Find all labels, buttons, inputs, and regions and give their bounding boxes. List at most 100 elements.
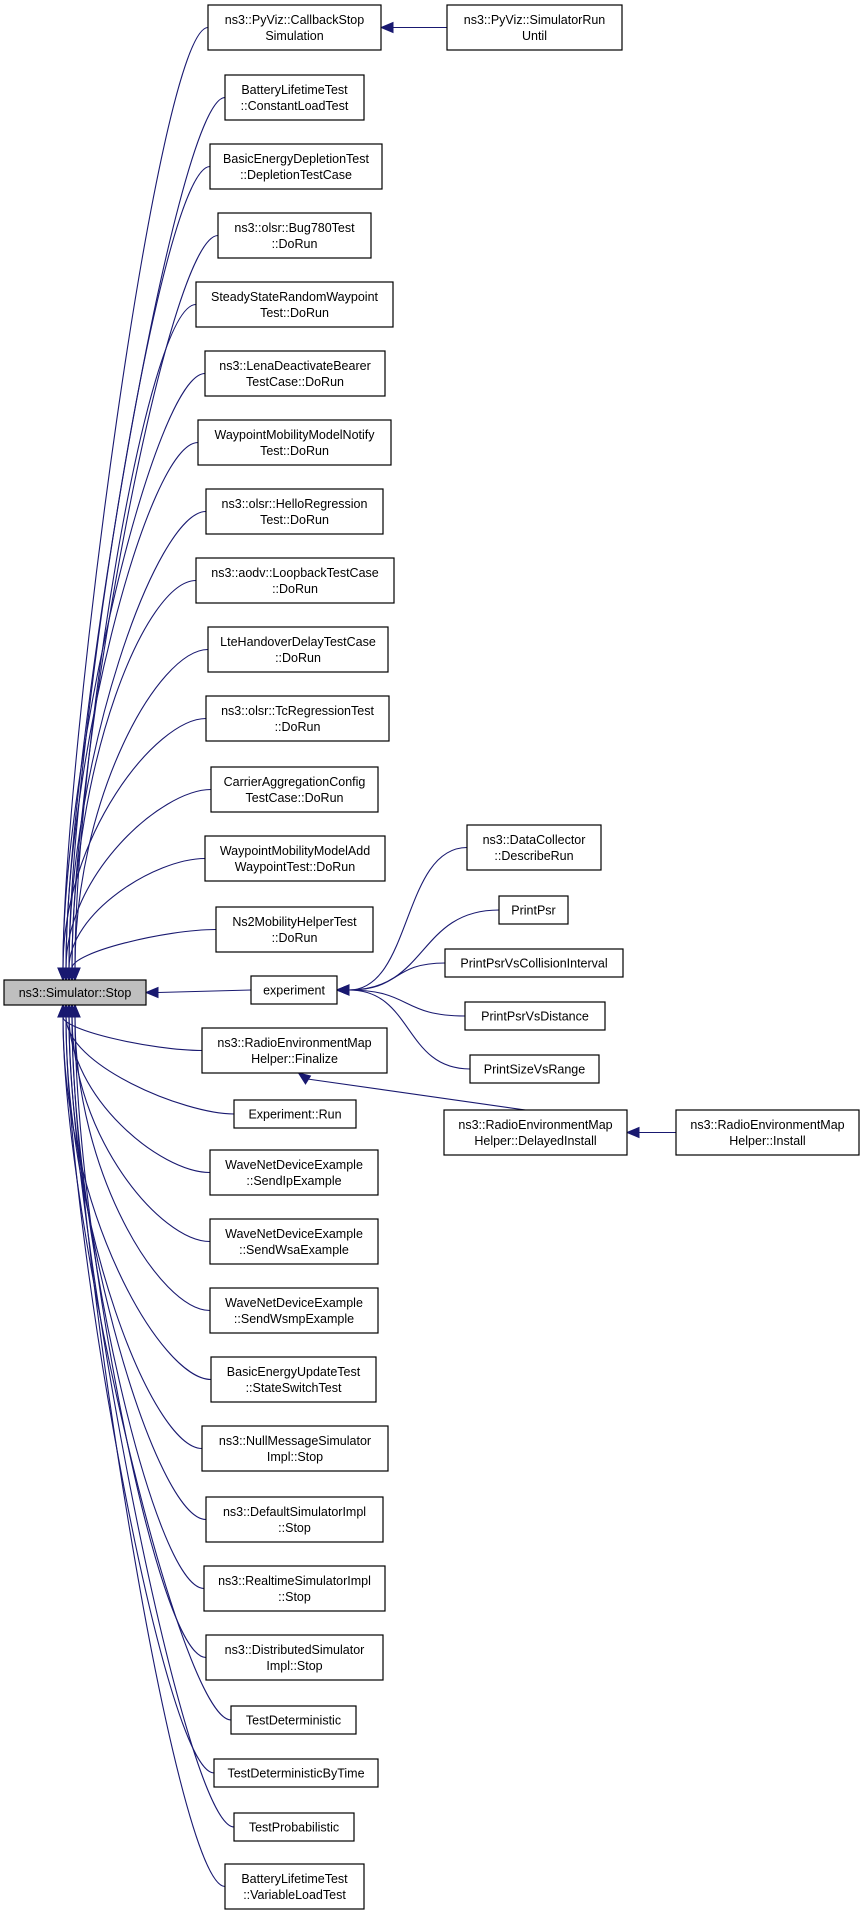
graph-node-print-size[interactable]: PrintSizeVsRange	[469, 1054, 600, 1084]
node-box	[446, 4, 623, 51]
node-label: ns3::RadioEnvironmentMap	[458, 1118, 612, 1132]
arrowhead	[66, 1003, 78, 1018]
graph-node-olsr-tc[interactable]: ns3::olsr::TcRegressionTest::DoRun	[205, 695, 390, 742]
graph-node-ns2-mob[interactable]: Ns2MobilityHelperTest::DoRun	[215, 906, 374, 953]
node-label: Test::DoRun	[260, 444, 329, 458]
node-label: PrintPsrVsDistance	[481, 1010, 589, 1024]
graph-node-dc-describe[interactable]: ns3::DataCollector::DescribeRun	[466, 824, 602, 871]
node-label: Ns2MobilityHelperTest	[232, 915, 357, 929]
call-edge	[69, 1003, 207, 1659]
graph-node-print-psr-ci[interactable]: PrintPsrVsCollisionInterval	[444, 948, 624, 978]
node-label: PrintPsrVsCollisionInterval	[460, 957, 607, 971]
node-label: ns3::RealtimeSimulatorImpl	[218, 1574, 371, 1588]
graph-node-olsr-bug780[interactable]: ns3::olsr::Bug780Test::DoRun	[217, 212, 372, 259]
node-box	[233, 1099, 357, 1129]
node-label: TestCase::DoRun	[246, 791, 344, 805]
graph-node-rem-delayed[interactable]: ns3::RadioEnvironmentMapHelper::DelayedI…	[443, 1109, 628, 1156]
node-label: PrintPsr	[511, 904, 555, 918]
node-label: ns3::DistributedSimulator	[225, 1643, 365, 1657]
node-box	[195, 281, 394, 328]
call-edge	[57, 1003, 203, 1052]
node-label: Until	[522, 29, 547, 43]
call-edge	[60, 96, 226, 982]
node-box	[210, 766, 379, 813]
graph-node-aodv-loop[interactable]: ns3::aodv::LoopbackTestCase::DoRun	[195, 557, 395, 604]
call-edge	[57, 1003, 212, 1381]
node-label: TestProbabilistic	[249, 1821, 339, 1835]
graph-node-stop[interactable]: ns3::Simulator::Stop	[3, 979, 147, 1006]
call-edges	[57, 21, 676, 1888]
node-box	[204, 835, 386, 882]
node-label: Test::DoRun	[260, 513, 329, 527]
graph-node-print-psr[interactable]: PrintPsr	[498, 895, 569, 925]
call-edge	[144, 986, 252, 999]
graph-node-test-prob[interactable]: TestProbabilistic	[233, 1812, 355, 1842]
node-box	[207, 626, 389, 673]
graph-node-battery-const[interactable]: BatteryLifetimeTest::ConstantLoadTest	[224, 74, 365, 121]
node-label: WaypointTest::DoRun	[235, 860, 355, 874]
graph-node-realtime-stop[interactable]: ns3::RealtimeSimulatorImpl::Stop	[203, 1565, 386, 1612]
node-label: ::SendIpExample	[246, 1174, 341, 1188]
node-label: ns3::olsr::TcRegressionTest	[221, 704, 374, 718]
call-edge	[66, 1003, 226, 1888]
call-edge	[66, 234, 219, 982]
node-label: ns3::RadioEnvironmentMap	[217, 1036, 371, 1050]
node-label: ns3::PyViz::CallbackStop	[225, 13, 364, 27]
graph-node-default-stop[interactable]: ns3::DefaultSimulatorImpl::Stop	[205, 1496, 384, 1543]
graph-node-exp-run[interactable]: Experiment::Run	[233, 1099, 357, 1129]
node-box	[209, 1287, 379, 1334]
node-label: TestCase::DoRun	[246, 375, 344, 389]
graph-node-wave-wsmp[interactable]: WaveNetDeviceExample::SendWsmpExample	[209, 1287, 379, 1334]
node-label: WaveNetDeviceExample	[225, 1158, 363, 1172]
node-box	[205, 695, 390, 742]
call-edge	[335, 984, 466, 1017]
graph-node-print-psr-dist[interactable]: PrintPsrVsDistance	[464, 1001, 606, 1031]
graph-node-wave-wsa[interactable]: WaveNetDeviceExample::SendWsaExample	[209, 1218, 379, 1265]
node-box	[209, 1218, 379, 1265]
graph-node-energy-depl[interactable]: BasicEnergyDepletionTest::DepletionTestC…	[209, 143, 383, 190]
node-label: ns3::RadioEnvironmentMap	[690, 1118, 844, 1132]
call-edge	[60, 441, 199, 982]
node-label: ::DoRun	[275, 720, 321, 734]
node-label: LteHandoverDelayTestCase	[220, 635, 376, 649]
graph-node-experiment[interactable]: experiment	[250, 975, 338, 1005]
node-label: ::DepletionTestCase	[240, 168, 352, 182]
graph-node-lte-ho[interactable]: LteHandoverDelayTestCase::DoRun	[207, 626, 389, 673]
node-box	[230, 1705, 357, 1735]
arrowhead	[625, 1126, 640, 1139]
node-box	[3, 979, 147, 1006]
graph-node-test-det-time[interactable]: TestDeterministicByTime	[213, 1758, 379, 1788]
node-label: ns3::LenaDeactivateBearer	[219, 359, 370, 373]
node-label: Impl::Stop	[267, 1450, 323, 1464]
node-box	[203, 1565, 386, 1612]
graph-node-test-det[interactable]: TestDeterministic	[230, 1705, 357, 1735]
node-label: experiment	[263, 984, 325, 998]
node-label: ::Stop	[278, 1521, 311, 1535]
graph-node-energy-update[interactable]: BasicEnergyUpdateTest::StateSwitchTest	[210, 1356, 377, 1403]
node-label: Simulation	[265, 29, 323, 43]
call-edge	[625, 1126, 676, 1139]
graph-node-wp-add[interactable]: WaypointMobilityModelAddWaypointTest::Do…	[204, 835, 386, 882]
node-box	[195, 557, 395, 604]
graph-node-battery-var[interactable]: BatteryLifetimeTest::VariableLoadTest	[224, 1863, 365, 1910]
call-edge	[63, 1003, 211, 1174]
node-label: ::SendWsaExample	[239, 1243, 349, 1257]
node-label: ns3::olsr::HelloRegression	[222, 497, 368, 511]
graph-node-wave-ip[interactable]: WaveNetDeviceExample::SendIpExample	[209, 1149, 379, 1196]
node-label: WaypointMobilityModelNotify	[214, 428, 375, 442]
node-label: TestDeterministic	[246, 1714, 341, 1728]
node-box	[209, 1149, 379, 1196]
node-label: ns3::aodv::LoopbackTestCase	[211, 566, 379, 580]
node-label: Experiment::Run	[248, 1108, 341, 1122]
